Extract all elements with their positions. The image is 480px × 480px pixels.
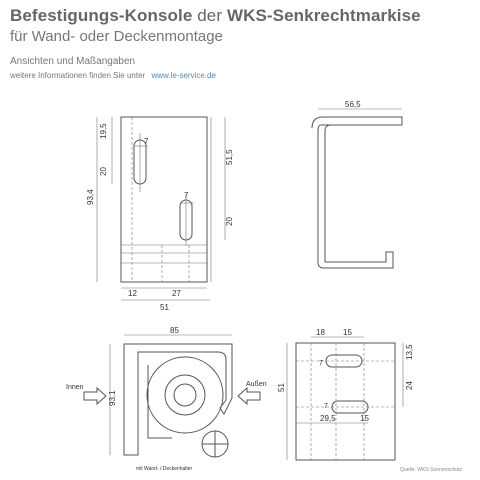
dim-7-holes-b: 7 bbox=[324, 403, 328, 410]
side-view bbox=[311, 108, 403, 269]
dim-56-5: 56,5 bbox=[345, 100, 361, 109]
dim-20a: 20 bbox=[99, 167, 108, 176]
dim-93-1: 93,1 bbox=[108, 390, 117, 406]
dim-29-5: 29,5 bbox=[320, 414, 336, 423]
label-innen: Innen bbox=[66, 384, 84, 391]
info-link[interactable]: www.le-service.de bbox=[151, 71, 216, 80]
info-text: weitere Informationen finden Sie unter bbox=[10, 71, 146, 80]
title-mid: der bbox=[197, 6, 223, 25]
dim-12: 12 bbox=[128, 289, 137, 298]
info-line: weitere Informationen finden Sie unter w… bbox=[10, 71, 216, 80]
dim-51: 51 bbox=[160, 303, 169, 312]
source-credit: Quelle: WKS-Sonnenschutz bbox=[400, 467, 462, 473]
dim-93-4: 93,4 bbox=[86, 189, 95, 205]
dim-20b: 20 bbox=[225, 217, 234, 226]
label-aussen: Außen bbox=[246, 381, 267, 388]
page-title: Befestigungs-Konsole der WKS-Senkrechtma… bbox=[10, 6, 421, 26]
page-subtitle: für Wand- oder Deckenmontage bbox=[10, 28, 223, 45]
dim-51-holes: 51 bbox=[277, 383, 286, 392]
dim-7-holes-a: 7 bbox=[319, 360, 323, 367]
dim-24: 24 bbox=[405, 381, 414, 390]
dim-15b: 15 bbox=[360, 414, 369, 423]
dim-27: 27 bbox=[172, 289, 181, 298]
dim-19-5: 19,5 bbox=[99, 123, 108, 139]
dim-13-5: 13,5 bbox=[405, 344, 414, 360]
dim-18: 18 bbox=[316, 328, 325, 337]
front-view bbox=[96, 116, 226, 301]
dim-85: 85 bbox=[170, 326, 179, 335]
caption-text: Ansichten und Maßangaben bbox=[10, 56, 136, 67]
mount-view bbox=[83, 334, 261, 458]
title-bold-2: WKS-Senkrechtmarkise bbox=[226, 6, 421, 25]
dim-7b: 7 bbox=[184, 191, 189, 200]
hole-plan-view bbox=[286, 336, 404, 461]
dim-15a: 15 bbox=[343, 328, 352, 337]
mount-caption: mit Wand- / Deckenhalter bbox=[136, 466, 193, 472]
title-bold-1: Befestigungs-Konsole bbox=[10, 6, 193, 25]
dim-51-5: 51,5 bbox=[225, 149, 234, 165]
dim-7a: 7 bbox=[144, 137, 149, 146]
